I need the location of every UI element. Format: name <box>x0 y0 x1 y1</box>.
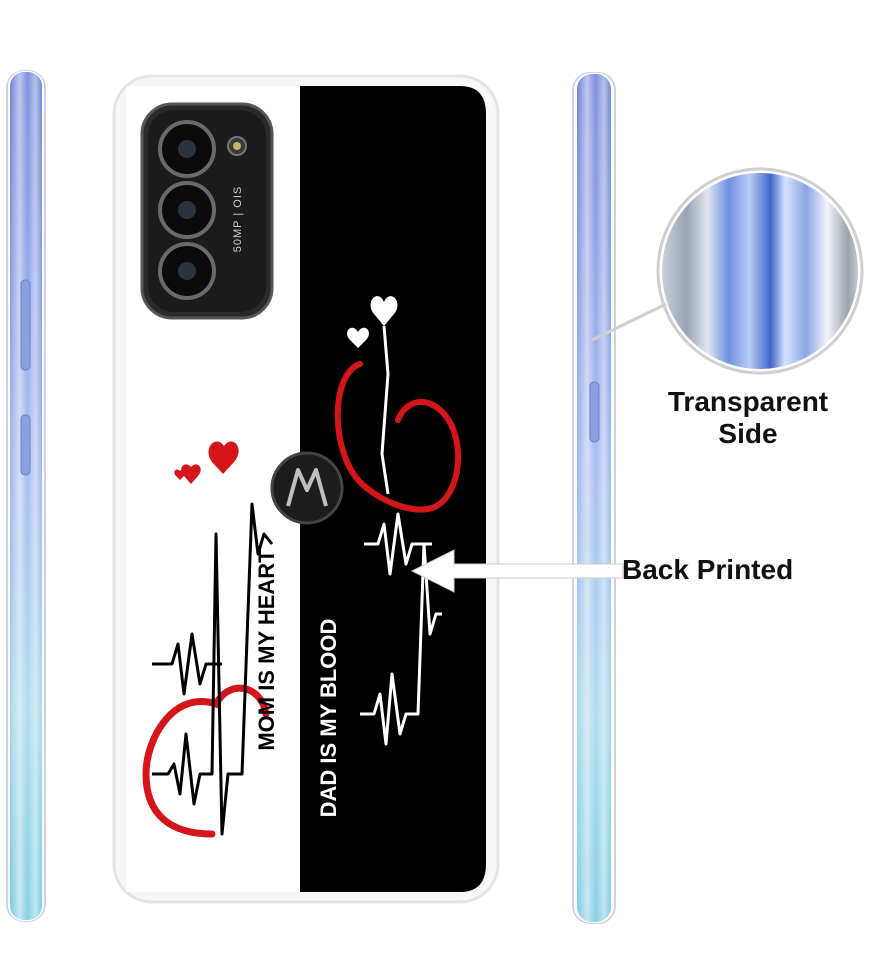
dad-text: DAD IS MY BLOOD <box>316 618 341 818</box>
camera-module <box>140 102 274 320</box>
motorola-logo-icon <box>270 451 344 525</box>
back-printed-label: Back Printed <box>622 554 794 585</box>
transparent-side-magnifier <box>655 166 865 376</box>
magnifier-graphic <box>656 167 864 375</box>
left-side-rail <box>6 70 46 922</box>
case-graphic <box>112 74 500 904</box>
arrow-left-icon <box>410 549 624 593</box>
mom-text: MOM IS MY HEART <box>254 549 279 751</box>
right-rail-graphic <box>572 72 616 924</box>
left-heart-design <box>142 441 274 838</box>
transparent-label-line1: Transparent <box>667 386 829 417</box>
camera-label: 50MP | OIS <box>232 185 244 253</box>
right-side-rail <box>572 72 616 924</box>
transparent-label-line2: Side <box>718 418 778 450</box>
transparent-side-label: Transparent Side <box>648 386 848 450</box>
left-rail-graphic <box>6 70 46 922</box>
phone-case: 50MP | OIS MOM IS MY HEART DAD IS MY BLO… <box>112 74 500 904</box>
magnifier-connector <box>591 302 667 342</box>
right-heart-design <box>334 296 462 746</box>
